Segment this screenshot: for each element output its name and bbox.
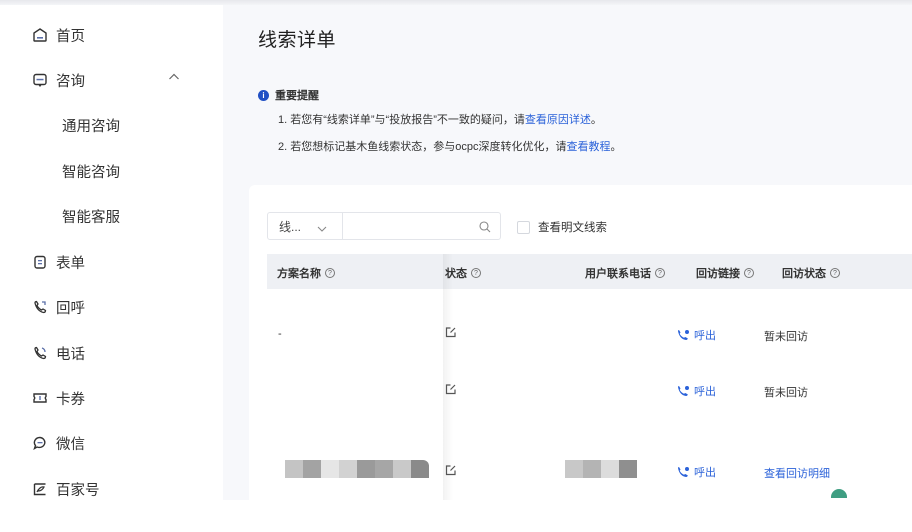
checkbox[interactable] <box>517 220 530 234</box>
call-out-link[interactable]: 呼出 <box>677 327 716 343</box>
help-icon[interactable]: ? <box>471 268 481 278</box>
info-icon: i <box>258 89 269 101</box>
call-out-label: 呼出 <box>694 386 716 398</box>
notice-text: 。 <box>590 114 602 126</box>
search-box <box>342 212 501 240</box>
sidebar-item-consult[interactable]: 咨询 <box>32 68 202 92</box>
home-icon <box>32 27 48 43</box>
edit-icon[interactable] <box>445 326 457 338</box>
sidebar-item-form[interactable]: 表单 <box>32 250 85 274</box>
sidebar-item-baijiahao[interactable]: 百家号 <box>32 477 100 501</box>
sidebar-subitem-general-consult[interactable]: 通用咨询 <box>62 113 120 137</box>
help-icon[interactable]: ? <box>325 268 335 278</box>
sidebar-subitem-smart-service[interactable]: 智能客服 <box>62 204 120 228</box>
leads-card: 线... 查看明文线索 方案名称? 状态? 用户联系电话? <box>249 185 912 505</box>
sidebar-subitem-label: 智能客服 <box>62 209 120 226</box>
sidebar: 首页 咨询 通用咨询 智能咨询 智能客服 表单 回呼 电话 <box>0 5 223 532</box>
sidebar-item-label: 微信 <box>56 436 85 453</box>
sidebar-item-label: 电话 <box>56 346 85 363</box>
phone-icon <box>32 345 48 361</box>
edit-icon[interactable] <box>445 464 457 476</box>
sidebar-item-callback[interactable]: 回呼 <box>32 295 85 319</box>
callback-icon <box>32 299 48 315</box>
callback-status-cell: 暂未回访 <box>764 331 808 343</box>
callback-status-cell: 暂未回访 <box>764 387 808 399</box>
sidebar-item-home[interactable]: 首页 <box>32 23 85 47</box>
plan-name-cell: - <box>278 328 282 340</box>
help-icon[interactable]: ? <box>830 268 840 278</box>
view-callback-detail-link[interactable]: 查看回访明细 <box>764 468 830 480</box>
column-label: 方案名称 <box>277 268 321 280</box>
call-out-link[interactable]: 呼出 <box>677 464 716 480</box>
sidebar-subitem-smart-consult[interactable]: 智能咨询 <box>62 159 120 183</box>
redacted-plan-name <box>285 460 429 478</box>
call-out-link[interactable]: 呼出 <box>677 383 716 399</box>
column-user-phone: 用户联系电话? <box>585 265 665 281</box>
table-header: 方案名称? 状态? 用户联系电话? 回访链接? 回访状态? <box>267 254 912 289</box>
search-field-select[interactable]: 线... <box>267 212 343 240</box>
fixed-column-shadow <box>443 254 453 505</box>
call-out-label: 呼出 <box>694 330 716 342</box>
notice-line-2: 2. 若您想标记基木鱼线索状态，参与ocpc深度转化优化，请查看教程。 <box>278 138 621 154</box>
show-plaintext-checkbox[interactable]: 查看明文线索 <box>517 219 607 235</box>
baijiahao-icon <box>32 481 48 497</box>
notice-heading-text: 重要提醒 <box>275 90 319 102</box>
sidebar-subitem-label: 通用咨询 <box>62 118 120 135</box>
top-bar <box>0 0 912 5</box>
important-notice: i 重要提醒 1. 若您有“线索详单”与“投放报告”不一致的疑问，请查看原因详述… <box>258 87 621 153</box>
sidebar-item-label: 咨询 <box>56 73 85 90</box>
view-tutorial-link[interactable]: 查看教程 <box>566 141 611 153</box>
sidebar-item-wechat[interactable]: 微信 <box>32 431 85 455</box>
column-label: 状态 <box>445 268 467 280</box>
edit-icon[interactable] <box>445 383 457 395</box>
notice-text: 。 <box>610 141 622 153</box>
column-callback-status: 回访状态? <box>782 265 840 281</box>
select-value: 线... <box>279 219 302 234</box>
search-icon[interactable] <box>479 220 491 238</box>
help-icon[interactable]: ? <box>744 268 754 278</box>
chevron-up-icon[interactable] <box>168 70 180 86</box>
floating-assistant-button[interactable] <box>831 489 847 498</box>
coupon-icon <box>32 390 48 406</box>
consult-icon <box>32 72 48 88</box>
sidebar-item-label: 百家号 <box>56 482 100 499</box>
column-label: 回访链接 <box>696 268 740 280</box>
column-label: 用户联系电话 <box>585 268 651 280</box>
page-bottom <box>223 500 912 532</box>
chevron-down-icon <box>317 222 327 236</box>
notice-text: 1. 若您有“线索详单”与“投放报告”不一致的疑问，请 <box>278 114 525 126</box>
sidebar-subitem-label: 智能咨询 <box>62 164 120 181</box>
sidebar-item-label: 卡券 <box>56 391 85 408</box>
form-icon <box>32 254 48 270</box>
sidebar-item-coupon[interactable]: 卡券 <box>32 386 85 410</box>
sidebar-item-phone[interactable]: 电话 <box>32 341 85 365</box>
checkbox-label: 查看明文线索 <box>538 222 607 234</box>
redacted-phone <box>565 460 637 478</box>
main-content: 线索详单 i 重要提醒 1. 若您有“线索详单”与“投放报告”不一致的疑问，请查… <box>223 5 912 532</box>
column-plan-name: 方案名称? <box>277 265 335 281</box>
notice-line-1: 1. 若您有“线索详单”与“投放报告”不一致的疑问，请查看原因详述。 <box>278 111 602 127</box>
column-callback-link: 回访链接? <box>696 265 754 281</box>
search-input[interactable] <box>343 213 473 239</box>
notice-heading: i 重要提醒 <box>258 87 319 103</box>
view-reason-link[interactable]: 查看原因详述 <box>524 114 591 126</box>
sidebar-item-label: 回呼 <box>56 300 85 317</box>
sidebar-item-label: 表单 <box>56 255 85 272</box>
column-status: 状态? <box>445 265 481 281</box>
column-label: 回访状态 <box>782 268 826 280</box>
wechat-icon <box>32 435 48 451</box>
call-out-label: 呼出 <box>694 467 716 479</box>
page-title: 线索详单 <box>258 30 337 51</box>
help-icon[interactable]: ? <box>655 268 665 278</box>
notice-text: 2. 若您想标记基木鱼线索状态，参与ocpc深度转化优化，请 <box>278 141 567 153</box>
sidebar-item-label: 首页 <box>56 28 85 45</box>
